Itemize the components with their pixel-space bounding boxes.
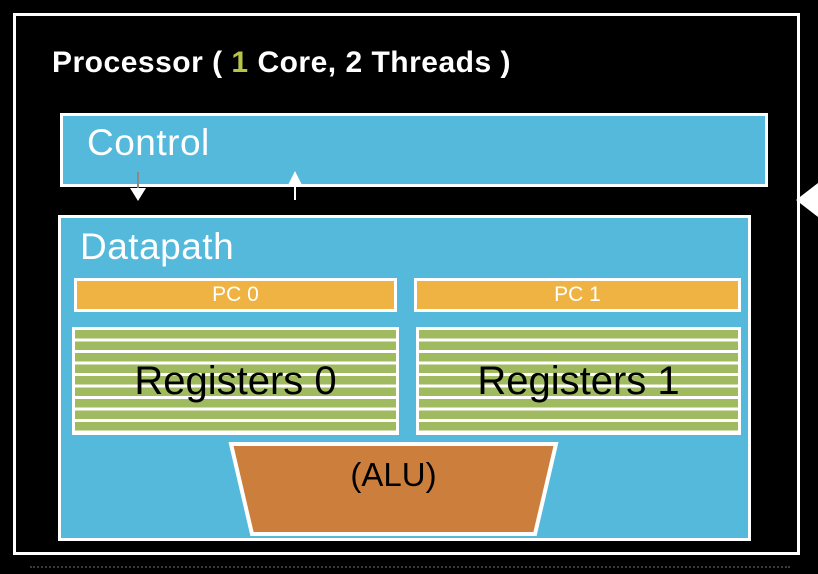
datapath-label: Datapath xyxy=(80,226,235,267)
pc0-label: PC 0 xyxy=(212,283,259,306)
arrow-up-icon xyxy=(294,185,296,200)
alu-trapezoid-shape xyxy=(228,442,559,536)
bottom-dotted-line xyxy=(30,566,790,568)
arrow-down-icon xyxy=(137,172,139,189)
title-core-count: 1 xyxy=(231,46,249,79)
title-prefix: Processor ( xyxy=(52,46,232,79)
registers0-label: Registers 0 xyxy=(134,358,337,403)
registers1-block: Registers 1 xyxy=(416,327,741,435)
datapath-block: Datapath PC 0 PC 1 Registers 0 Registers… xyxy=(58,215,751,541)
pc1-bar: PC 1 xyxy=(414,278,741,312)
alu-label: (ALU) xyxy=(350,456,437,493)
arrow-left-icon xyxy=(796,183,818,217)
registers1-label: Registers 1 xyxy=(477,358,680,403)
control-block: Control xyxy=(60,113,768,187)
registers0-block: Registers 0 xyxy=(72,327,399,435)
arrow-up-head-icon xyxy=(288,171,302,185)
title-suffix: Core, 2 Threads ) xyxy=(248,46,512,79)
arrow-down-head-icon xyxy=(130,188,146,201)
control-label: Control xyxy=(87,122,210,163)
pc0-bar: PC 0 xyxy=(74,278,397,312)
pc1-label: PC 1 xyxy=(554,283,601,306)
processor-title: Processor ( 1 Core, 2 Threads ) xyxy=(52,46,511,80)
processor-box: Processor ( 1 Core, 2 Threads ) Control … xyxy=(13,13,800,555)
alu-block: (ALU) xyxy=(228,442,559,537)
